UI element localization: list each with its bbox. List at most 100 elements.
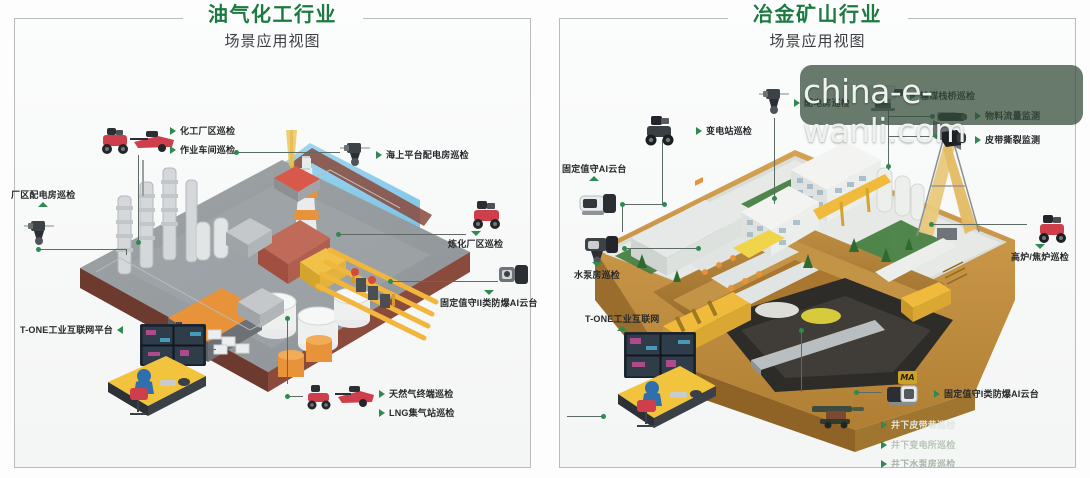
frame-title-gap <box>182 17 363 22</box>
panel-oil-gas-chemical: 油气化工行业 场景应用视图 <box>11 4 538 468</box>
inspection-rover-refinery-icon <box>464 198 510 232</box>
leader-line <box>38 249 126 250</box>
leader-dot <box>622 246 627 251</box>
blast-furnace-rover-icon <box>1031 212 1075 246</box>
callout-underground-pump-room[interactable]: 井下水泵房巡检 <box>881 457 955 470</box>
leader-line <box>856 392 882 393</box>
underground-belt-machine-icon <box>808 400 870 430</box>
leader-line <box>287 396 303 397</box>
marker-triangle-icon <box>617 326 628 331</box>
leader-line <box>888 110 889 170</box>
marker-triangle-icon <box>975 135 981 144</box>
callout-lng-station[interactable]: LNG集气站巡检 <box>379 406 455 419</box>
fixed-ai-ptz-ii-icon <box>497 262 531 288</box>
callout-gas-terminal[interactable]: 天然气终端巡检 <box>379 387 453 400</box>
marker-triangle-icon <box>881 440 887 449</box>
leader-line <box>287 318 288 384</box>
callout-label: 井下水泵房巡检 <box>891 459 956 469</box>
inspection-unit-workshop-icon <box>128 128 178 156</box>
callout-tone-platform[interactable]: T-ONE工业互联网平台 <box>20 323 123 336</box>
ptz-camera-plant-power-icon <box>22 215 56 249</box>
leader-line <box>338 234 466 235</box>
callout-label: 固定值守II类防爆AI云台 <box>440 298 538 308</box>
callout-label: 皮带撕裂监测 <box>985 135 1041 145</box>
fixed-ai-ptz-icon <box>577 190 619 218</box>
underground-callout-panel <box>800 65 1083 125</box>
leader-line <box>801 330 802 392</box>
leader-dot <box>620 202 625 207</box>
callout-label: 厂区配电房巡检 <box>11 190 76 200</box>
leader-dot <box>886 164 891 169</box>
control-room-console-icon <box>100 322 212 422</box>
leader-line <box>138 155 139 243</box>
fixed-ai-ptz-i-icon <box>885 382 929 406</box>
callout-plant-power-room[interactable]: 厂区配电房巡检 <box>11 188 75 207</box>
leader-line <box>622 204 664 205</box>
frame-title-gap <box>727 17 908 22</box>
marker-triangle-icon <box>589 176 600 181</box>
callout-label: 天然气终端巡检 <box>389 389 454 399</box>
oil-gas-scene <box>80 130 470 392</box>
marker-triangle-icon <box>934 389 940 398</box>
callout-label: 化工厂区巡检 <box>180 126 236 136</box>
callout-label: T-ONE工业互联网 <box>585 314 660 324</box>
leader-dot <box>772 196 777 201</box>
marker-triangle-icon <box>470 231 481 236</box>
callout-chem-plant[interactable]: 化工厂区巡检 <box>170 124 235 137</box>
leader-dot <box>929 222 934 227</box>
leader-dot <box>696 246 701 251</box>
leader-line <box>888 136 936 137</box>
leader-dot <box>285 316 290 321</box>
callout-pump-room[interactable]: 水泵房巡检 <box>574 262 620 281</box>
marker-triangle-icon <box>170 145 176 154</box>
mining-scene <box>545 0 1090 478</box>
marker-triangle-icon <box>116 325 123 334</box>
callout-label: LNG集气站巡检 <box>389 408 455 418</box>
callout-label: 变电站巡检 <box>706 126 753 136</box>
leader-dot <box>662 202 667 207</box>
leader-line <box>126 249 127 255</box>
callout-fixed-ai-ptz[interactable]: 固定值守AI云台 <box>562 162 627 181</box>
callout-workshop[interactable]: 作业车间巡检 <box>170 143 235 156</box>
callout-blast-furnace[interactable]: 高炉/焦炉巡检 <box>1011 244 1069 263</box>
callout-substation[interactable]: 变电站巡检 <box>696 124 752 137</box>
callout-refinery[interactable]: 炼化厂区巡检 <box>448 231 503 250</box>
ma-certification-badge: MA <box>898 371 917 384</box>
belt-tear-sensor-icon <box>939 127 969 149</box>
leader-dot <box>234 150 239 155</box>
callout-label: 海上平台配电房巡检 <box>386 150 469 160</box>
callout-label: 井下皮带巷巡检 <box>891 420 956 430</box>
marker-triangle-icon <box>379 389 385 398</box>
marker-triangle-icon <box>696 126 702 135</box>
callout-label: 炼化厂区巡检 <box>448 239 504 249</box>
leader-dot <box>285 394 290 399</box>
callout-underground-substation[interactable]: 井下变电所巡检 <box>881 438 955 451</box>
pump-room-camera-icon <box>581 232 623 264</box>
marker-triangle-icon <box>483 290 494 295</box>
leader-dot <box>36 247 41 252</box>
inspection-rover-chem-icon <box>93 125 139 157</box>
leader-line <box>624 248 698 249</box>
watermark-text: china-e-wanli.com <box>803 72 966 150</box>
callout-label: T-ONE工业互联网平台 <box>20 325 113 335</box>
inspection-rover-gas-terminal-icon <box>300 382 340 412</box>
leader-line <box>567 416 603 417</box>
panel-metallurgy-mining: 冶金矿山行业 场景应用视图 <box>545 0 1090 478</box>
callout-label: 井下变电所巡检 <box>891 440 956 450</box>
callout-belt-tear[interactable]: 皮带撕裂监测 <box>975 133 1040 146</box>
callout-belt-tunnel[interactable]: 井下皮带巷巡检 <box>881 418 955 431</box>
callout-tone-platform[interactable]: T-ONE工业互联网 <box>585 312 660 331</box>
leader-line <box>622 204 623 232</box>
callout-offshore-power-room[interactable]: 海上平台配电房巡检 <box>376 148 469 161</box>
leader-dot <box>388 279 393 284</box>
callout-label: 水泵房巡检 <box>574 270 621 280</box>
leader-dot <box>854 390 859 395</box>
callout-label: 固定值守I类防爆AI云台 <box>944 389 1039 399</box>
callout-label: 作业车间巡检 <box>180 145 236 155</box>
callout-fixed-ai-ptz-ii[interactable]: 固定值守II类防爆AI云台 <box>440 290 538 309</box>
leader-line <box>390 281 498 282</box>
leader-line <box>774 118 775 204</box>
marker-triangle-icon <box>376 150 382 159</box>
callout-fixed-ai-ptz-i[interactable]: 固定值守I类防爆AI云台 <box>934 387 1039 400</box>
leader-dot <box>601 414 606 419</box>
